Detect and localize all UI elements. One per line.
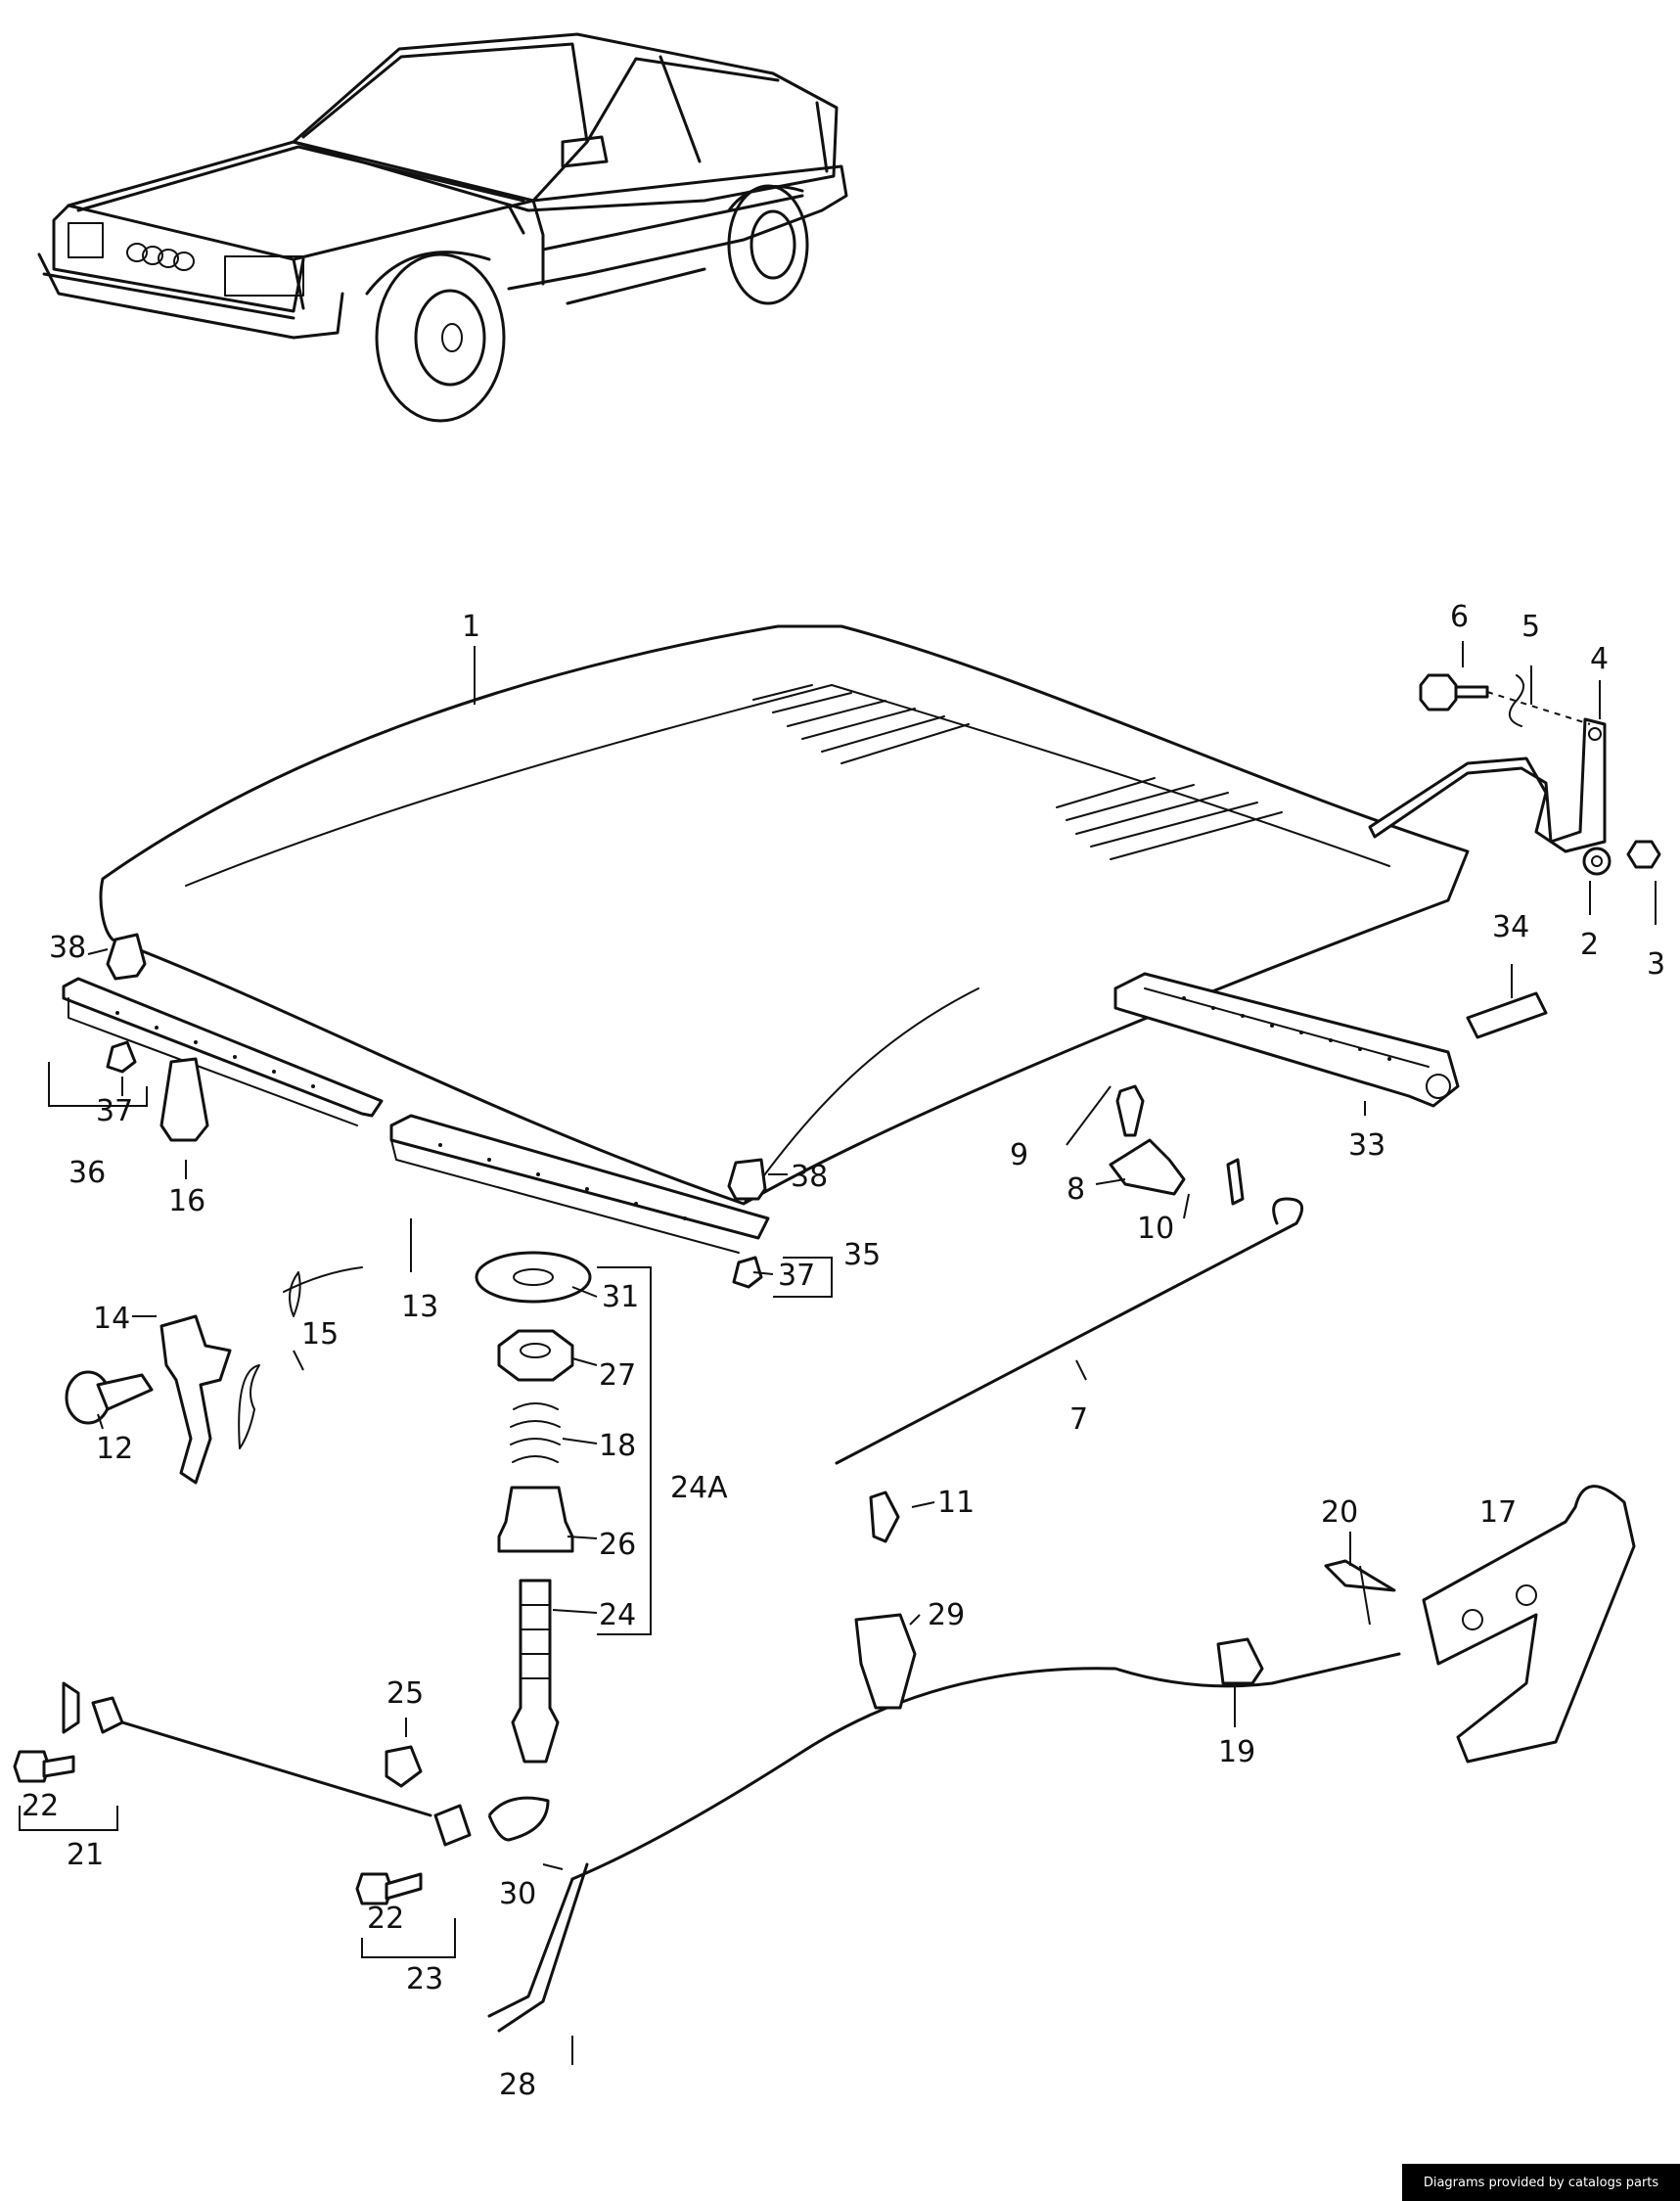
callout-24A: 24A (670, 1471, 728, 1505)
callout-6: 6 (1450, 600, 1469, 634)
callout-38-left: 38 (49, 931, 86, 965)
rail-holes-left (115, 1011, 315, 1088)
callout-36: 36 (68, 1156, 106, 1190)
callout-16: 16 (168, 1184, 205, 1218)
callout-29: 29 (928, 1598, 965, 1632)
callout-2: 2 (1580, 928, 1599, 962)
callout-22-left: 22 (22, 1789, 59, 1823)
callout-22-right: 22 (367, 1902, 404, 1936)
callout-31: 31 (602, 1280, 639, 1314)
callout-7: 7 (1069, 1402, 1088, 1437)
diagram-credit: Diagrams provided by catalogs parts (1402, 2164, 1680, 2201)
callout-37-right: 37 (778, 1259, 815, 1293)
callout-4: 4 (1590, 642, 1609, 676)
hood-stay-rod (835, 1197, 1304, 1465)
callout-18: 18 (599, 1429, 636, 1463)
right-rail (389, 1114, 770, 1254)
callout-17: 17 (1479, 1495, 1517, 1530)
callout-35: 35 (843, 1238, 881, 1272)
hood-vents-left (752, 684, 970, 764)
hood-panel (99, 624, 1470, 1206)
hinge-assembly (1368, 673, 1661, 876)
callout-34: 34 (1492, 910, 1529, 944)
callout-3: 3 (1647, 947, 1665, 982)
callout-28: 28 (499, 2068, 536, 2102)
callout-20: 20 (1321, 1495, 1358, 1530)
rod-grommet (1226, 1158, 1245, 1206)
callout-24: 24 (599, 1598, 636, 1632)
callout-38-right: 38 (791, 1160, 828, 1194)
callout-37-left: 37 (96, 1094, 133, 1128)
rubber-buffer-right (727, 1158, 767, 1201)
rubber-seal-strip (1113, 972, 1460, 1108)
rod-retainer-clip (869, 1490, 900, 1543)
callout-10: 10 (1137, 1212, 1174, 1246)
release-handle (1422, 1485, 1636, 1764)
callout-1: 1 (462, 610, 480, 644)
callout-33: 33 (1348, 1128, 1385, 1163)
lock-pin-stack (475, 1251, 592, 1764)
release-cable (570, 1652, 1401, 1881)
clip-left (106, 1040, 137, 1074)
cable-grommet (1216, 1637, 1264, 1685)
callout-15: 15 (301, 1317, 339, 1352)
seal-texture-dots (1182, 996, 1391, 1061)
callout-27: 27 (599, 1358, 636, 1393)
rod-bracket (1109, 1138, 1186, 1196)
left-rail (62, 977, 384, 1126)
rail-holes-right (438, 1143, 687, 1220)
callout-12: 12 (96, 1432, 133, 1466)
callout-21: 21 (67, 1838, 104, 1872)
callout-26: 26 (599, 1528, 636, 1562)
bracket-screw (1115, 1084, 1145, 1137)
handle-screw (1324, 1559, 1396, 1592)
bump-stop (159, 1057, 209, 1142)
leader-lines (19, 641, 1657, 2065)
callout-23: 23 (406, 1962, 443, 1996)
callout-9: 9 (1010, 1138, 1028, 1172)
hood-vents-right (1056, 777, 1283, 860)
callout-30: 30 (499, 1877, 536, 1911)
rubber-buffer-left (106, 933, 147, 981)
callout-labels: 1 6 5 4 2 3 34 33 9 8 10 7 11 29 20 17 1… (22, 600, 1665, 2102)
latch-lever-assembly (13, 1681, 589, 2033)
callout-5: 5 (1521, 610, 1540, 644)
safety-catch-hook (65, 1266, 363, 1485)
callout-13: 13 (401, 1290, 438, 1324)
callout-11: 11 (937, 1486, 975, 1520)
cable-clip (854, 1613, 917, 1710)
callout-8: 8 (1067, 1172, 1085, 1207)
adhesive-pad (1466, 991, 1548, 1039)
callout-25: 25 (386, 1676, 424, 1711)
callout-19: 19 (1218, 1735, 1255, 1769)
clip-right (732, 1256, 763, 1289)
car-illustration (37, 32, 848, 423)
callout-14: 14 (93, 1302, 130, 1336)
